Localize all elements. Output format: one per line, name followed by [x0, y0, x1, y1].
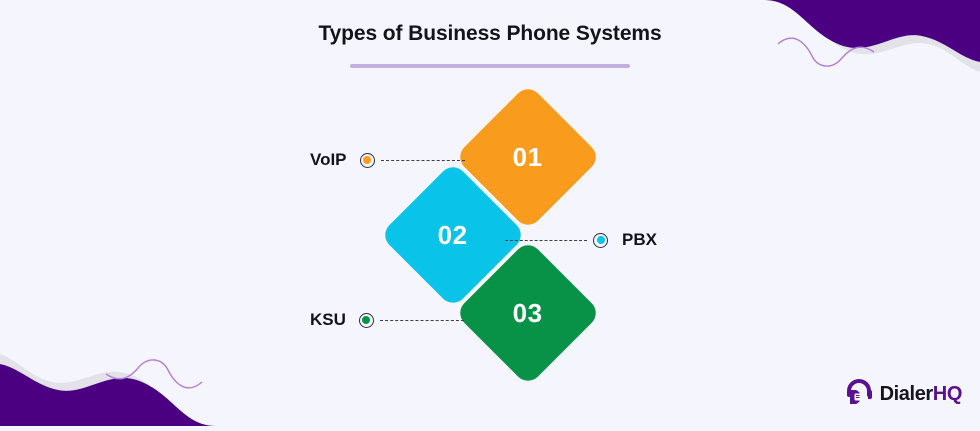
step-number-02: 02 [438, 219, 468, 250]
brand-name-primary: Dialer [879, 383, 934, 405]
connector-ksu: KSU [310, 310, 464, 330]
brand-wordmark: DialerHQ [879, 383, 963, 406]
dialerhq-logo-icon [845, 379, 873, 410]
step-label-voip: VoIP [310, 150, 347, 169]
connector-dash-pbx [505, 239, 587, 241]
step-label-pbx: PBX [622, 230, 657, 249]
connector-voip: VoIP [310, 150, 465, 170]
title-block: Types of Business Phone Systems [0, 22, 980, 68]
connector-dot-icon-voip [359, 152, 375, 168]
phone-systems-diagram: 01 02 03 VoIP PBX KSU [0, 83, 980, 405]
connector-pbx: PBX [505, 230, 657, 250]
title-underline-rule [350, 64, 630, 68]
brand-name-accent: HQ [932, 383, 963, 405]
page-title: Types of Business Phone Systems [318, 22, 662, 45]
step-label-ksu: KSU [310, 310, 346, 329]
connector-dot-icon-pbx [593, 232, 608, 248]
step-number-03: 03 [513, 297, 543, 328]
connector-dash-voip [380, 159, 465, 161]
brand-logo[interactable]: DialerHQ [845, 379, 962, 410]
step-number-01: 01 [513, 141, 543, 172]
connector-dot-icon-ksu [358, 312, 374, 328]
connector-dash-ksu [379, 319, 464, 321]
